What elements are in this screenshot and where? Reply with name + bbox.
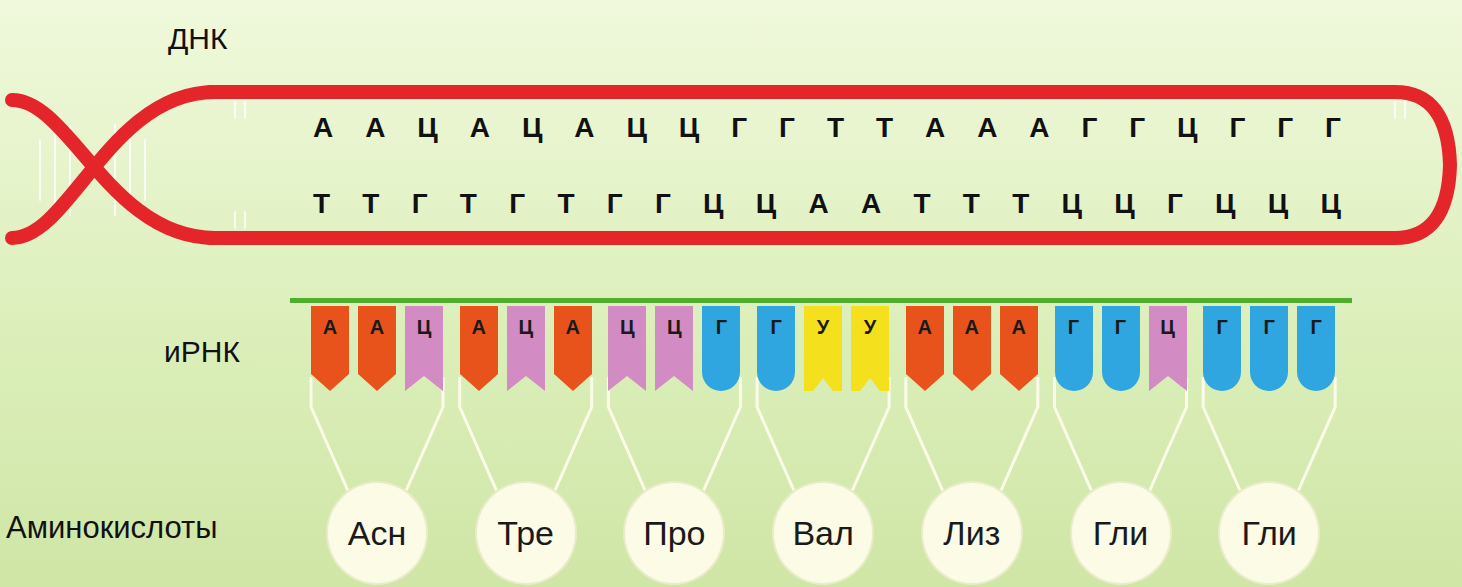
dna-strand: А А Ц А Ц А Ц Ц Г Г Т Т А А А Г Г Ц Г Г …: [313, 112, 1341, 144]
nucleotide: Г: [1250, 306, 1288, 391]
nucleotide: А: [358, 306, 396, 391]
codon-line: [406, 377, 443, 490]
nucleotide: Г: [1102, 306, 1140, 391]
nucleotide: Г: [757, 306, 795, 391]
nucleotide-letter: А: [906, 306, 944, 339]
nucleotide-letter: Г: [1250, 306, 1288, 339]
molecule-label: ДНК: [168, 22, 227, 56]
nucleotide-letter: А: [554, 306, 592, 339]
nucleotide: У: [851, 306, 889, 391]
nucleotide-letter: Ц: [405, 306, 443, 339]
nucleotide-letter: Г: [1203, 306, 1241, 339]
amino-acid-circle: Тре: [475, 481, 577, 585]
amino-acid-circle: Вал: [772, 481, 874, 585]
row-label: Аминокислоты: [6, 510, 218, 546]
codon-line: [1298, 377, 1335, 490]
amino-acid-circle: Гли: [1218, 481, 1320, 585]
nucleotide-letter: А: [460, 306, 498, 339]
nucleotide: Ц: [507, 306, 545, 391]
nucleotide-letter: А: [358, 306, 396, 339]
codon-line: [460, 377, 497, 490]
nucleotide-letter: Г: [1297, 306, 1335, 339]
molecule-label: иРНК: [164, 335, 240, 369]
dna-strand: Т Т Г Т Г Т Г Г Ц Ц А А Т Т Т Ц Ц Г Ц Ц …: [313, 188, 1341, 220]
nucleotide-letter: Г: [757, 306, 795, 339]
amino-acid-name: Тре: [497, 514, 554, 553]
nucleotide-letter: Ц: [507, 306, 545, 339]
amino-acid-circle: Про: [623, 481, 725, 585]
nucleotide: А: [554, 306, 592, 391]
amino-acid-circle: Лиз: [921, 481, 1023, 585]
codon-line: [608, 377, 645, 490]
nucleotide: А: [1000, 306, 1038, 391]
codon-line: [1203, 377, 1240, 490]
nucleotide-letter: У: [851, 306, 889, 339]
amino-acid-name: Гли: [1093, 514, 1148, 553]
codon-line: [1150, 377, 1187, 490]
nucleotide: Ц: [655, 306, 693, 391]
nucleotide: Г: [702, 306, 740, 391]
amino-acid-name: Асн: [348, 514, 406, 553]
nucleotide: У: [804, 306, 842, 391]
nucleotide: Г: [1297, 306, 1335, 391]
nucleotide: А: [953, 306, 991, 391]
nucleotide-letter: Ц: [1149, 306, 1187, 339]
codon-line: [906, 377, 943, 490]
codon-line: [1055, 377, 1092, 490]
amino-acid-circle: Асн: [326, 481, 428, 585]
nucleotide-letter: А: [953, 306, 991, 339]
codon-line: [311, 377, 348, 490]
nucleotide: Г: [1055, 306, 1093, 391]
codon-line: [757, 377, 794, 490]
codon-line: [555, 377, 592, 490]
amino-acid-name: Про: [643, 514, 705, 553]
nucleotide: А: [311, 306, 349, 391]
nucleotide: А: [460, 306, 498, 391]
codon-line: [704, 377, 741, 490]
nucleotide-letter: Ц: [608, 306, 646, 339]
nucleotide-letter: Г: [702, 306, 740, 339]
nucleotide: Г: [1203, 306, 1241, 391]
nucleotide-letter: Ц: [655, 306, 693, 339]
nucleotide: Ц: [608, 306, 646, 391]
nucleotide: Ц: [405, 306, 443, 391]
nucleotide-letter: А: [311, 306, 349, 339]
amino-acid-name: Вал: [792, 514, 853, 553]
nucleotide-letter: А: [1000, 306, 1038, 339]
nucleotide-letter: Г: [1055, 306, 1093, 339]
amino-acid-name: Гли: [1242, 514, 1297, 553]
nucleotide: А: [906, 306, 944, 391]
nucleotide: Ц: [1149, 306, 1187, 391]
nucleotide-letter: У: [804, 306, 842, 339]
codon-line: [852, 377, 889, 490]
amino-acid-circle: Гли: [1070, 481, 1172, 585]
nucleotide-letter: Г: [1102, 306, 1140, 339]
codon-line: [1001, 377, 1038, 490]
amino-acid-name: Лиз: [943, 514, 1000, 553]
